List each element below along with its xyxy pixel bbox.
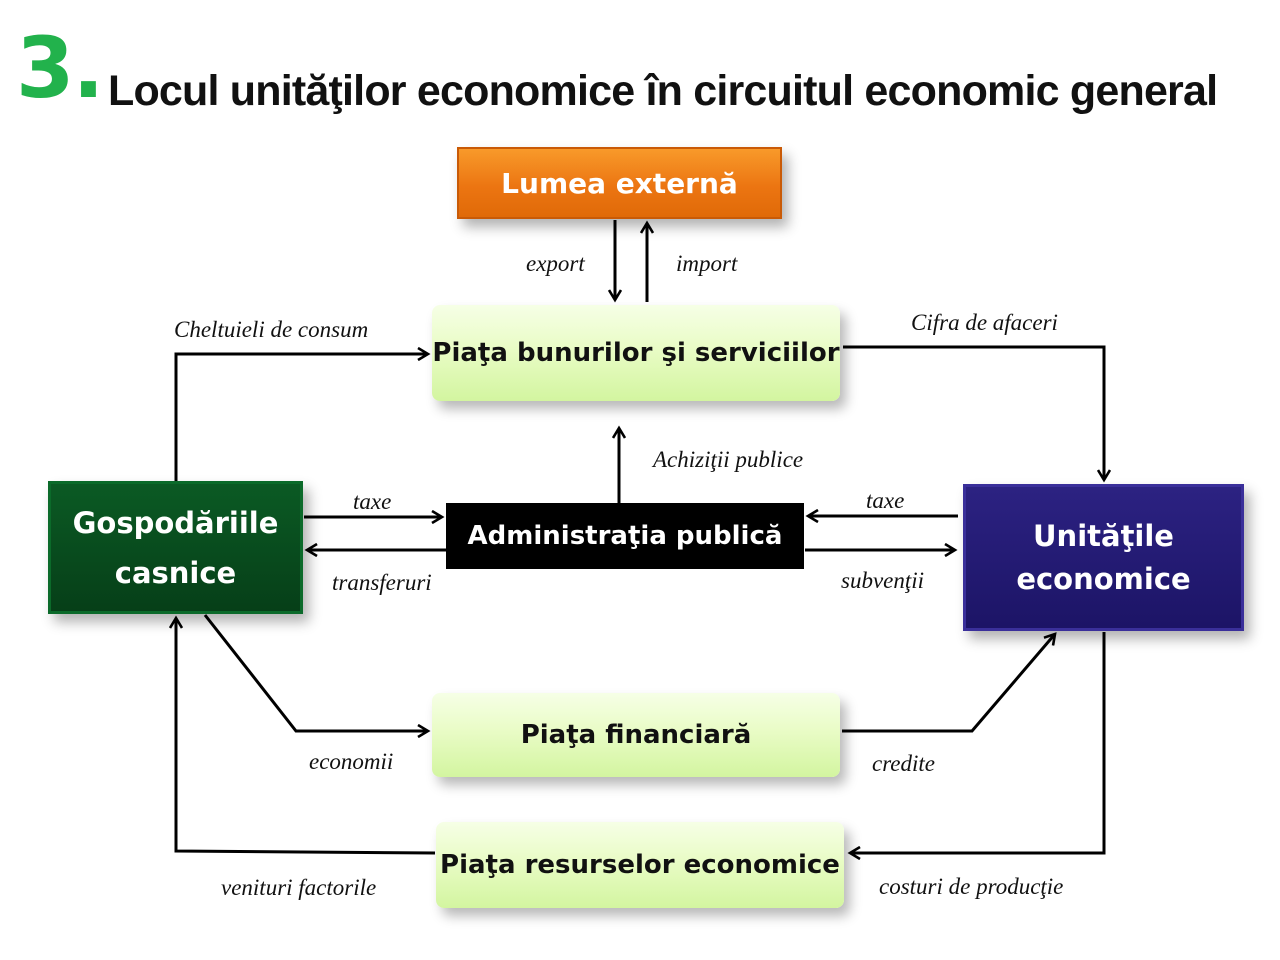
external-world-label: Lumea externă [501,166,738,200]
production-costs-arrow [850,632,1106,853]
factor-income-label: venituri factorile [221,875,377,900]
financial-market-box: Piaţa financiară [432,693,840,777]
goods-market-label: Piaţa bunurilor şi serviciilor [432,338,840,368]
firms-label-line1: Unităţile [1033,518,1174,553]
firms-label-line2: economice [1016,561,1191,596]
household-taxes-label: taxe [353,489,392,514]
public-admin-box: Administraţia publică [446,503,804,569]
goods-market-box: Piaţa bunurilor şi serviciilor [432,305,840,401]
savings-arrow [203,614,428,731]
credits-label: credite [872,751,936,776]
households-label-line1: Gospodăriile [72,505,279,540]
page-title: Locul unităţilor economice în circuitul … [108,67,1218,115]
consumption-label: Cheltuieli de consum [174,317,369,342]
turnover-arrow [843,345,1104,480]
resources-market-box: Piaţa resurselor economice [436,822,844,908]
savings-label: economii [309,749,394,774]
firms-box: Unităţile economice [963,484,1244,631]
public-admin-label: Administraţia publică [467,521,783,551]
resources-market-label: Piaţa resurselor economice [440,850,840,880]
factor-income-arrow [176,618,436,855]
firm-taxes-label: taxe [866,488,905,513]
credits-arrow [842,634,1055,733]
external-world-box: Lumea externă [457,147,782,219]
production-costs-label: costuri de producţie [879,874,1064,899]
turnover-label: Cifra de afaceri [911,310,1058,335]
import-label: import [676,251,738,276]
public-procurement-label: Achiziţii publice [653,447,804,472]
households-box: Gospodăriile casnice [48,481,303,614]
export-label: export [526,251,585,276]
households-label-line2: casnice [114,555,237,590]
subsidies-label: subvenţii [841,568,925,593]
transfers-label: transferuri [332,570,432,595]
financial-market-label: Piaţa financiară [520,720,752,750]
consumption-arrow [174,354,428,481]
section-number: 3. [16,19,104,117]
